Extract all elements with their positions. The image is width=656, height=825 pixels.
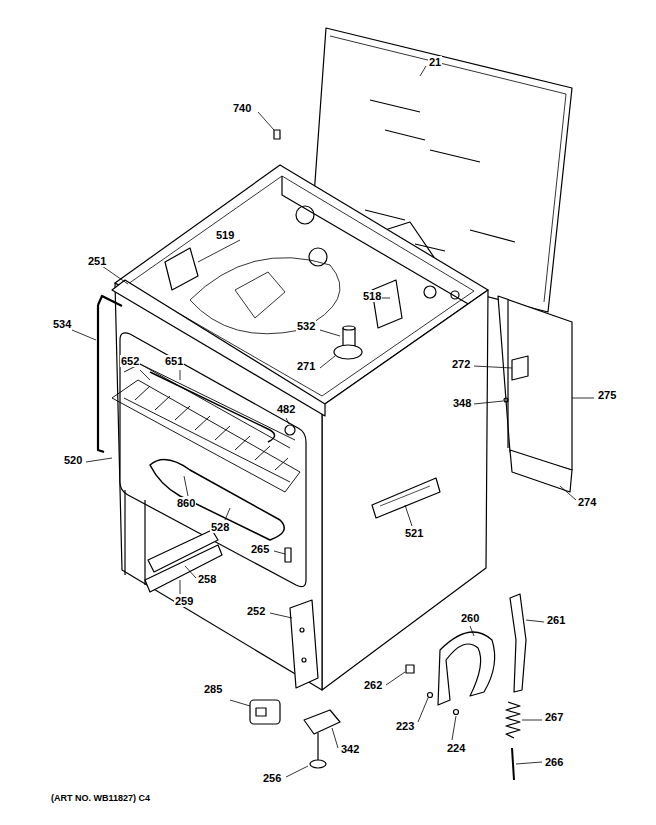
callout-number: 21 [428,56,442,68]
callout-number: 651 [164,355,184,367]
callout-number: 266 [544,756,564,768]
callout-number: 520 [63,454,83,466]
art-number: (ART NO. WB11827) C4 [50,792,151,804]
callout-number: 652 [120,355,140,367]
callout-number: 260 [460,612,480,624]
callout-number: 256 [262,772,282,784]
callout-number: 860 [176,497,196,509]
callout-number: 285 [203,683,223,695]
callout-number: 267 [544,711,564,723]
callout-number: 521 [404,527,424,539]
callout-number: 740 [232,102,252,114]
callout-number: 265 [250,543,270,555]
callout-number: 482 [276,403,296,415]
callout-number: 224 [446,742,466,754]
callout-number: 259 [174,595,194,607]
callout-number: 528 [210,521,230,533]
callout-number: 274 [577,496,597,508]
callout-number: 342 [340,743,360,755]
callout-number: 534 [52,318,72,330]
callout-number: 272 [451,358,471,370]
callout-number: 262 [363,679,383,691]
callout-number: 275 [597,389,617,401]
callout-number: 519 [215,229,235,241]
callout-number: 258 [197,573,217,585]
callout-number: 261 [546,614,566,626]
callout-number: 223 [395,720,415,732]
callout-number: 252 [246,605,266,617]
callout-number: 518 [362,290,382,302]
callout-number: 251 [87,255,107,267]
callout-number: 532 [296,320,316,332]
callout-number: 348 [452,397,472,409]
callout-number: 271 [296,360,316,372]
